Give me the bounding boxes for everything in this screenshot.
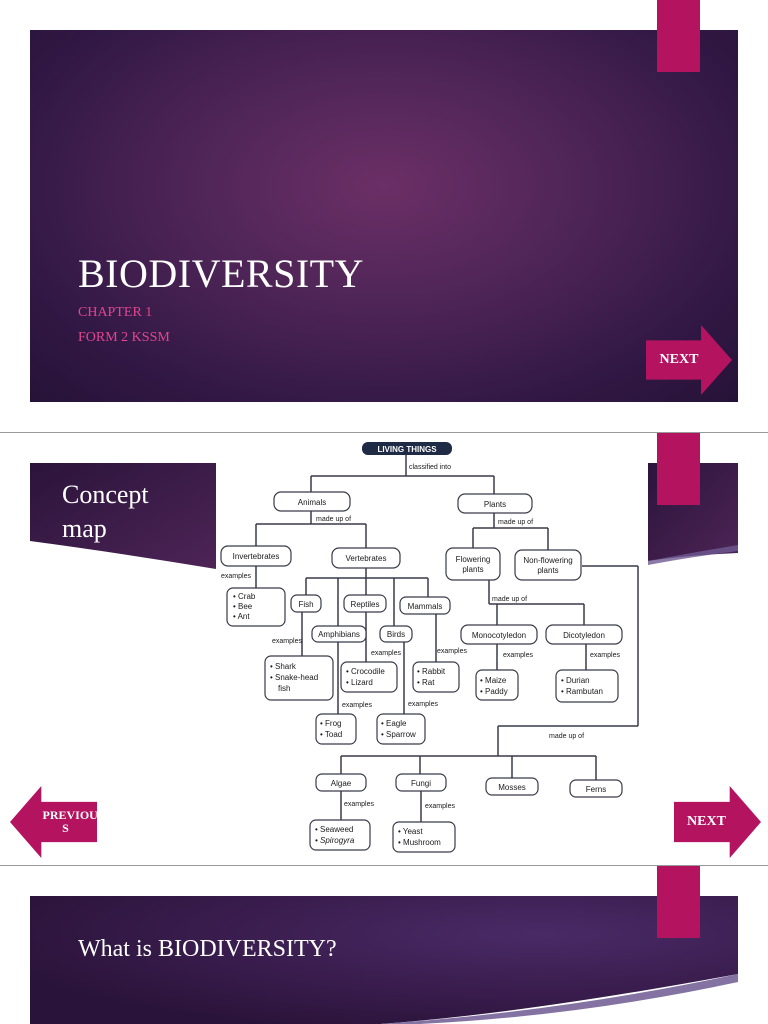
map-root: LIVING THINGS <box>377 445 437 454</box>
slide-1-accent-tab <box>657 0 700 72</box>
slide-3-accent-tab <box>657 866 700 938</box>
map-label-examples-algae: examples <box>344 801 374 808</box>
map-mammal-ex-2: • Rat <box>417 678 435 687</box>
slide-1-title: BIODIVERSITY <box>78 251 364 296</box>
map-label-examples-reptiles: examples <box>371 650 401 657</box>
map-fish: Fish <box>298 600 313 609</box>
slide-3-title: What is BIODIVERSITY? <box>78 936 337 962</box>
map-mono-ex-2: • Paddy <box>480 687 508 696</box>
map-algae: Algae <box>331 779 352 788</box>
map-mosses: Mosses <box>498 783 526 792</box>
map-amphibians: Amphibians <box>318 630 360 639</box>
map-label-examples-invert: examples <box>221 573 251 580</box>
slide-1: BIODIVERSITY CHAPTER 1 FORM 2 KSSM NEXT <box>0 0 768 430</box>
slide-3-background <box>30 896 738 1024</box>
map-reptile-ex-1: • Crocodile <box>346 667 385 676</box>
map-amph-ex-2: • Toad <box>320 730 342 739</box>
map-dicotyledon: Dicotyledon <box>563 631 605 640</box>
map-fungi-ex-1: • Yeast <box>398 827 423 836</box>
map-flowering-1: Flowering <box>456 555 491 564</box>
slide-1-subtitle-chapter: CHAPTER 1 <box>78 305 153 320</box>
slide-2-title-line-2: map <box>62 514 107 543</box>
map-bird-ex-1: • Eagle <box>381 719 407 728</box>
map-animals: Animals <box>298 498 326 507</box>
map-label-examples-birds: examples <box>408 701 438 708</box>
map-fungi-ex-2: • Mushroom <box>398 838 441 847</box>
map-vertebrates: Vertebrates <box>346 554 387 563</box>
map-flowering-2: plants <box>462 565 483 574</box>
slide-2-title-line-1: Concept <box>62 480 149 509</box>
map-fish-ex-3: fish <box>278 684 290 693</box>
map-mono-ex-1: • Maize <box>480 676 507 685</box>
slide-2-accent-tab <box>657 433 700 505</box>
map-label-examples-fish: examples <box>272 638 302 645</box>
slide-2-previous-label: PREVIOU S <box>42 808 98 835</box>
map-monocotyledon: Monocotyledon <box>472 631 526 640</box>
map-label-examples-dico: examples <box>590 652 620 659</box>
map-ferns: Ferns <box>586 785 606 794</box>
map-birds: Birds <box>387 630 405 639</box>
map-invert-ex-2: • Bee <box>233 602 253 611</box>
map-invert-ex-1: • Crab <box>233 592 256 601</box>
map-fish-ex-2: • Snake-head <box>270 673 318 682</box>
map-amph-ex-1: • Frog <box>320 719 341 728</box>
slide-divider-2 <box>0 865 768 866</box>
map-label-examples-mammals: examples <box>437 648 467 655</box>
slide-1-background <box>30 30 738 402</box>
map-texts: Animals Plants made up of made up of Inv… <box>221 498 620 847</box>
concept-map-lines <box>255 454 639 822</box>
map-label-classified: classified into <box>409 464 451 471</box>
map-reptiles: Reptiles <box>351 600 380 609</box>
map-fish-ex-1: • Shark <box>270 662 297 671</box>
slide-2-title: Concept map <box>62 478 149 546</box>
map-algae-ex-2: • Spirogyra <box>315 836 355 845</box>
map-mammal-ex-1: • Rabbit <box>417 667 446 676</box>
map-invert-ex-3: • Ant <box>233 612 250 621</box>
map-label-madeup-plants: made up of <box>498 519 533 526</box>
map-label-examples-amph: examples <box>342 702 372 709</box>
map-bird-ex-2: • Sparrow <box>381 730 416 739</box>
map-dico-ex-2: • Rambutan <box>561 687 603 696</box>
map-plants: Plants <box>484 500 506 509</box>
slide-divider-1 <box>0 432 768 433</box>
map-nonflowering-1: Non-flowering <box>523 556 572 565</box>
map-label-madeup-flowering: made up of <box>492 596 527 603</box>
map-invertebrates: Invertebrates <box>233 552 280 561</box>
map-boxes <box>220 491 623 853</box>
map-label-examples-mono: examples <box>503 652 533 659</box>
map-label-examples-fungi: examples <box>425 803 455 810</box>
map-algae-ex-1: • Seaweed <box>315 825 353 834</box>
map-label-madeup-animals: made up of <box>316 516 351 523</box>
slide-1-next-label: NEXT <box>659 352 699 367</box>
map-fungi: Fungi <box>411 779 431 788</box>
concept-map-image: LIVING THINGS classified into Animals Pl… <box>216 434 648 864</box>
map-mammals: Mammals <box>408 602 443 611</box>
map-reptile-ex-2: • Lizard <box>346 678 373 687</box>
slide-2-next-label: NEXT <box>687 814 726 829</box>
map-label-madeup-nonflowering: made up of <box>549 733 584 740</box>
map-nonflowering-2: plants <box>537 566 558 575</box>
slide-1-subtitle-form: FORM 2 KSSM <box>78 330 170 345</box>
map-dico-ex-1: • Durian <box>561 676 590 685</box>
